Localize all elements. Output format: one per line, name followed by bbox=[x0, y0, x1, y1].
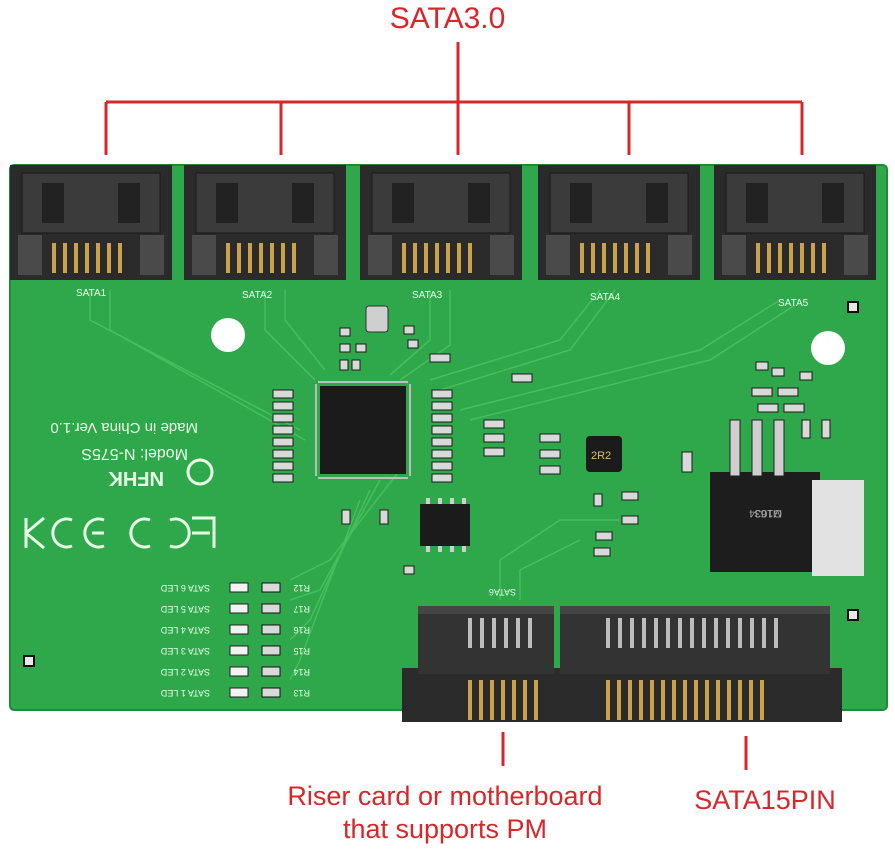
made-in-text: Made in China Ver.1.0 bbox=[50, 419, 198, 436]
sata-connector-5 bbox=[714, 165, 876, 280]
voltage-regulator: G1034 M163 bbox=[710, 419, 864, 576]
connector-label-sata2: SATA2 bbox=[242, 290, 273, 301]
resistor-label-r13: R13 bbox=[293, 688, 310, 698]
status-leds bbox=[229, 582, 281, 698]
inductor: 2R2 bbox=[586, 436, 622, 472]
led-label-1: SATA 1 LED bbox=[160, 688, 210, 698]
led-label-2: SATA 2 LED bbox=[160, 667, 210, 677]
smd-components bbox=[272, 325, 831, 575]
regulator-text-1: G1034 bbox=[749, 507, 782, 519]
controller-chip bbox=[315, 381, 411, 479]
sata-connector-4 bbox=[538, 165, 700, 280]
led-label-5: SATA 5 LED bbox=[160, 604, 210, 614]
certification-marks bbox=[24, 458, 216, 550]
callout-bracket bbox=[104, 42, 804, 155]
sata3-title: SATA3.0 bbox=[389, 2, 506, 35]
connector-label-sata6: SATA6 bbox=[489, 587, 516, 597]
led-label-6: SATA 6 LED bbox=[160, 583, 210, 593]
connector-label-sata4: SATA4 bbox=[590, 292, 621, 303]
sata-15pin-connector bbox=[402, 606, 842, 722]
connector-label-sata3: SATA3 bbox=[412, 290, 443, 301]
brand-text: NFHK bbox=[108, 467, 164, 489]
resistor-label-r15: R15 bbox=[293, 646, 310, 656]
sata-connector-3 bbox=[360, 165, 522, 280]
riser-caption-line2: that supports PM bbox=[342, 814, 548, 844]
riser-caption: Riser card or motherboard that supports … bbox=[250, 780, 640, 846]
resistor-label-r14: R14 bbox=[293, 667, 310, 677]
regulator-text-2: M163 bbox=[754, 507, 782, 519]
sata-connector-1 bbox=[10, 165, 172, 280]
resistor-label-r16: R16 bbox=[293, 625, 310, 635]
resistor-label-r12: R12 bbox=[293, 583, 310, 593]
crystal bbox=[365, 305, 389, 333]
model-text: Model: N-575S bbox=[81, 445, 188, 462]
led-label-4: SATA 4 LED bbox=[160, 625, 210, 635]
resistor-label-r17: R17 bbox=[293, 604, 310, 614]
connector-label-sata1: SATA1 bbox=[76, 288, 107, 299]
sata-connector-2 bbox=[184, 165, 346, 280]
led-label-3: SATA 3 LED bbox=[160, 646, 210, 656]
eeprom-chip bbox=[420, 498, 470, 552]
connector-label-sata5: SATA5 bbox=[778, 298, 809, 309]
caption-pointers bbox=[501, 732, 748, 770]
riser-caption-line1: Riser card or motherboard bbox=[287, 781, 603, 811]
inductor-label: 2R2 bbox=[591, 450, 611, 462]
sata15pin-caption: SATA15PIN bbox=[694, 785, 836, 815]
